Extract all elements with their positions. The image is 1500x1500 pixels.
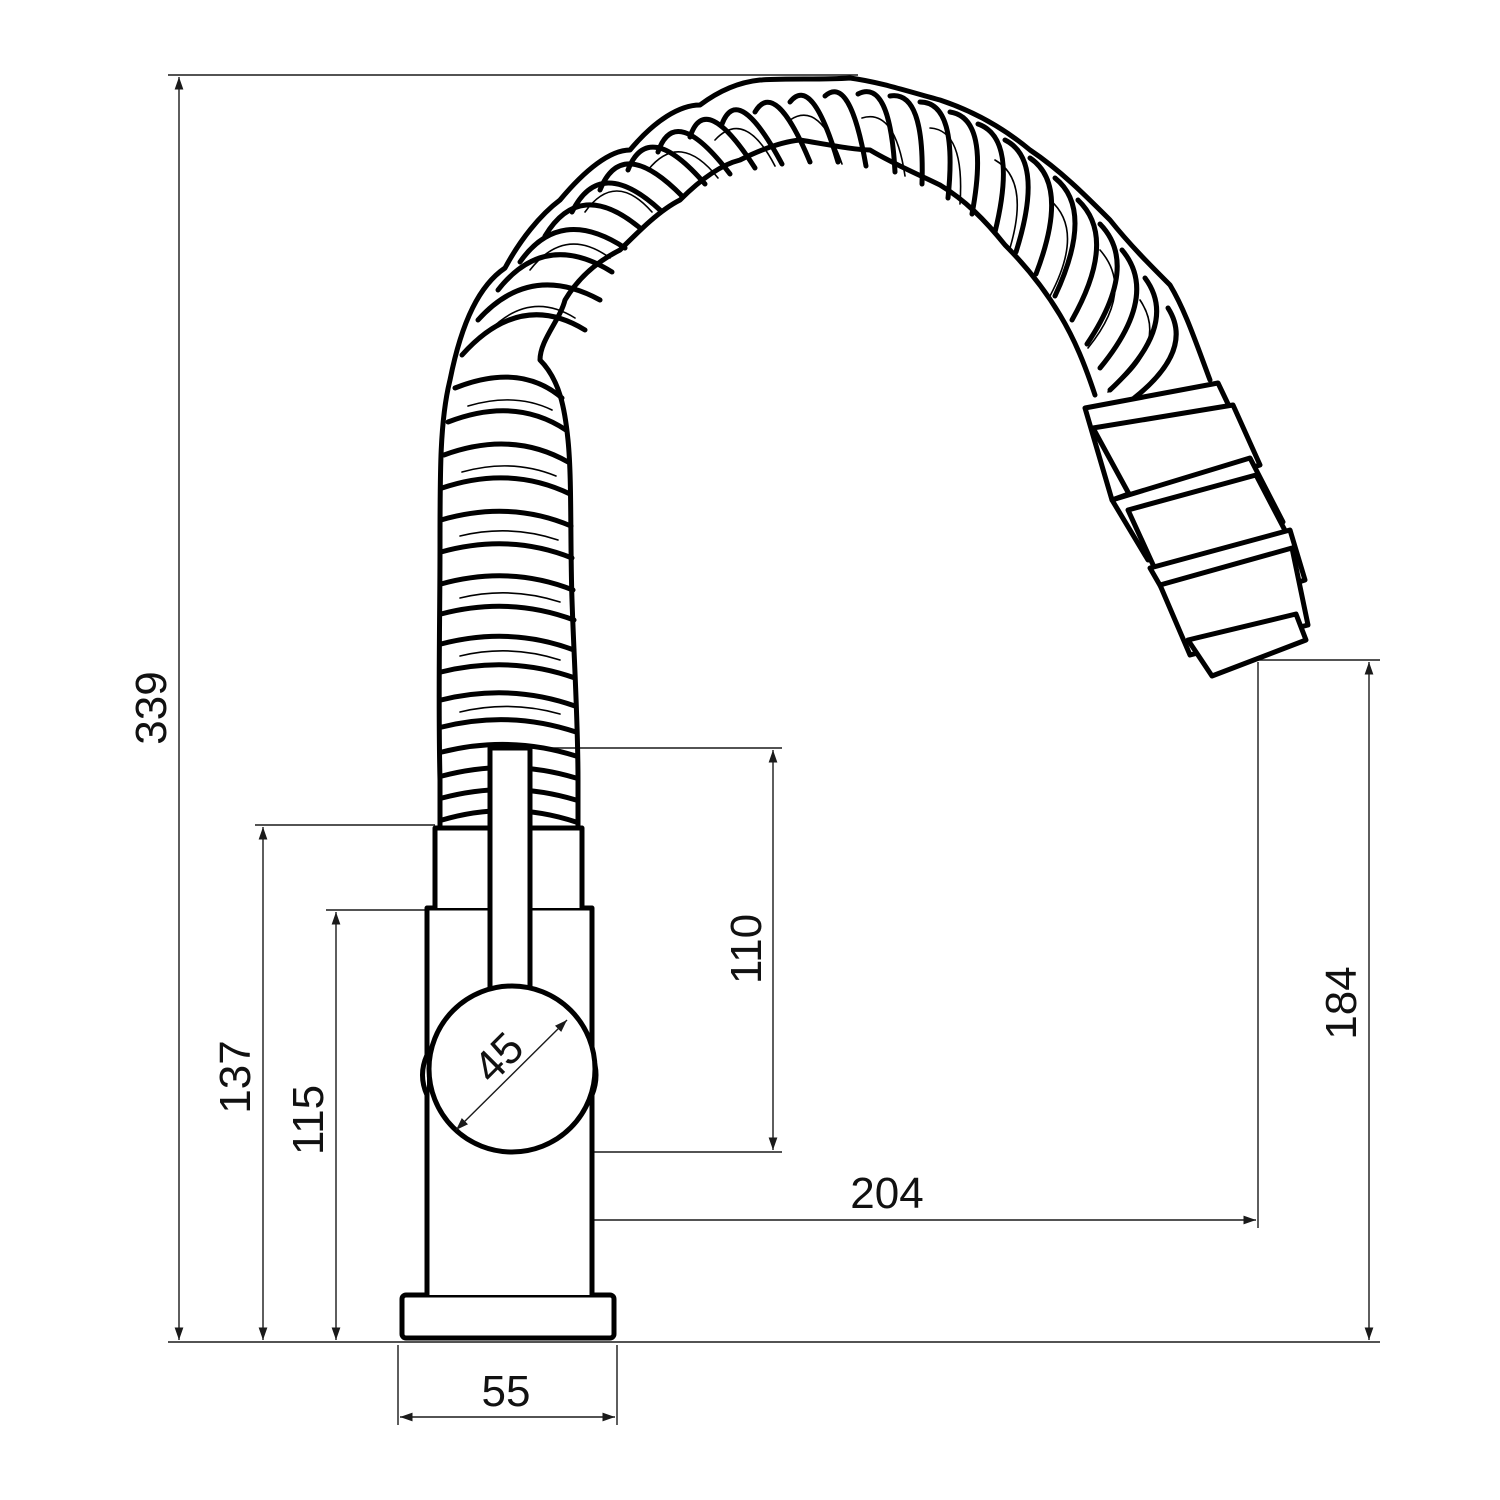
faucet-base	[399, 1292, 617, 1341]
spring-coil-hose	[436, 75, 1213, 831]
dim-label-204: 204	[850, 1169, 923, 1218]
coil-highlights-arc	[489, 114, 1151, 393]
dim-label-137: 137	[211, 1040, 260, 1113]
dimension-labels: 339 137 115 110 184 45 204 55	[127, 671, 1366, 1416]
dim-label-115: 115	[284, 1085, 333, 1155]
dimension-lines	[174, 77, 1374, 1422]
dim-line-45	[455, 1019, 568, 1131]
dim-label-184: 184	[1317, 966, 1366, 1039]
coil-rings-arc	[459, 89, 1179, 413]
dim-label-339: 339	[127, 671, 176, 744]
dim-label-55: 55	[482, 1367, 531, 1416]
coil-highlights-vertical	[459, 399, 561, 715]
extension-lines	[168, 74, 1380, 1425]
spray-head	[1082, 380, 1311, 679]
dim-label-110: 110	[722, 914, 771, 984]
